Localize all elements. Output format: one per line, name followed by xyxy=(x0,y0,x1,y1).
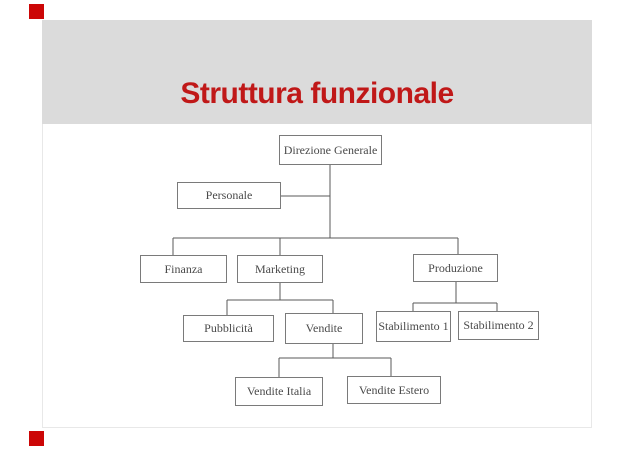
org-node-label: Finanza xyxy=(164,261,203,276)
org-node-finanza: Finanza xyxy=(140,255,227,283)
org-node-personale: Personale xyxy=(177,182,281,209)
org-node-label: Produzione xyxy=(428,260,483,275)
page-title: Struttura funzionale xyxy=(180,77,454,110)
org-node-label: Marketing xyxy=(255,261,305,276)
org-node-stabilimento-1: Stabilimento 1 xyxy=(376,311,451,342)
org-node-produzione: Produzione xyxy=(413,254,498,282)
org-node-label: Stabilimento 2 xyxy=(463,318,534,332)
org-node-label: Personale xyxy=(205,188,253,202)
org-node-label: Vendite Italia xyxy=(246,384,312,398)
org-node-vendite-estero: Vendite Estero xyxy=(347,376,441,404)
org-node-pubblicita: Pubblicità xyxy=(183,315,274,342)
org-node-label: Stabilimento 1 xyxy=(378,319,449,333)
org-node-vendite: Vendite xyxy=(285,313,363,344)
org-node-label: Vendite xyxy=(305,321,343,335)
red-accent-square-top xyxy=(29,4,44,19)
red-accent-square-bottom xyxy=(29,431,44,446)
org-node-stabilimento-2: Stabilimento 2 xyxy=(458,311,539,340)
org-node-direzione-generale: Direzione Generale xyxy=(279,135,382,165)
org-node-marketing: Marketing xyxy=(237,255,323,283)
org-node-label: Pubblicità xyxy=(204,321,253,335)
org-node-label: Vendite Estero xyxy=(358,382,430,397)
title-band: Struttura funzionale xyxy=(42,20,592,124)
org-node-label: Direzione Generale xyxy=(283,142,378,157)
org-node-vendite-italia: Vendite Italia xyxy=(235,377,323,406)
